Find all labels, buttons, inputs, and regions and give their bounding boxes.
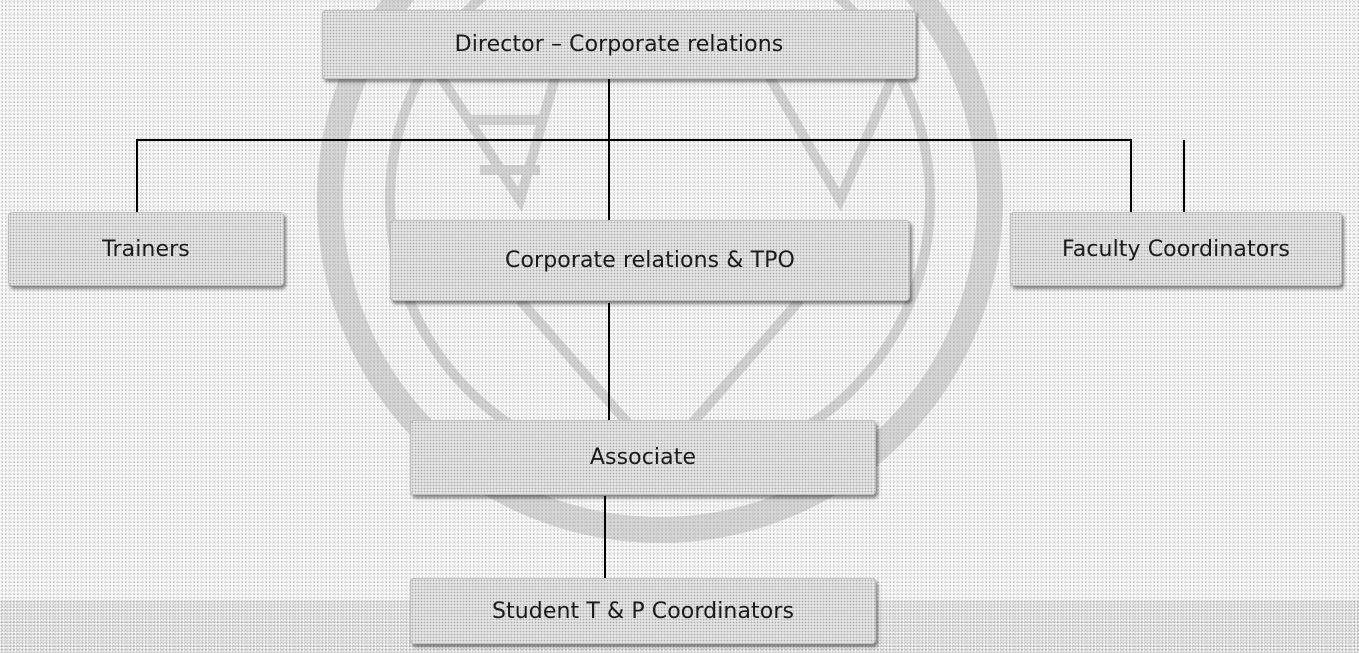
associate-label: Associate <box>589 445 697 470</box>
director-box: Director – Corporate relations <box>322 10 916 79</box>
connector-associate-to-students <box>604 496 606 578</box>
tpo-box: Corporate relations & TPO <box>390 220 910 301</box>
faculty-box: Faculty Coordinators <box>1010 212 1342 286</box>
associate-box: Associate <box>410 420 876 495</box>
tpo-label: Corporate relations & TPO <box>505 248 795 273</box>
connector-horizontal-branch <box>136 139 1132 141</box>
connector-director-to-tpo <box>608 79 610 220</box>
trainers-label: Trainers <box>102 236 190 262</box>
connector-stray-tick <box>1183 140 1185 212</box>
connector-to-trainers <box>136 139 138 212</box>
students-box: Student T & P Coordinators <box>410 578 876 644</box>
connector-tpo-to-associate <box>608 303 610 420</box>
faculty-label: Faculty Coordinators <box>1062 236 1290 262</box>
director-label: Director – Corporate relations <box>454 32 784 57</box>
connector-to-faculty <box>1130 139 1132 212</box>
students-label: Student T & P Coordinators <box>491 598 795 624</box>
trainers-box: Trainers <box>8 212 284 286</box>
